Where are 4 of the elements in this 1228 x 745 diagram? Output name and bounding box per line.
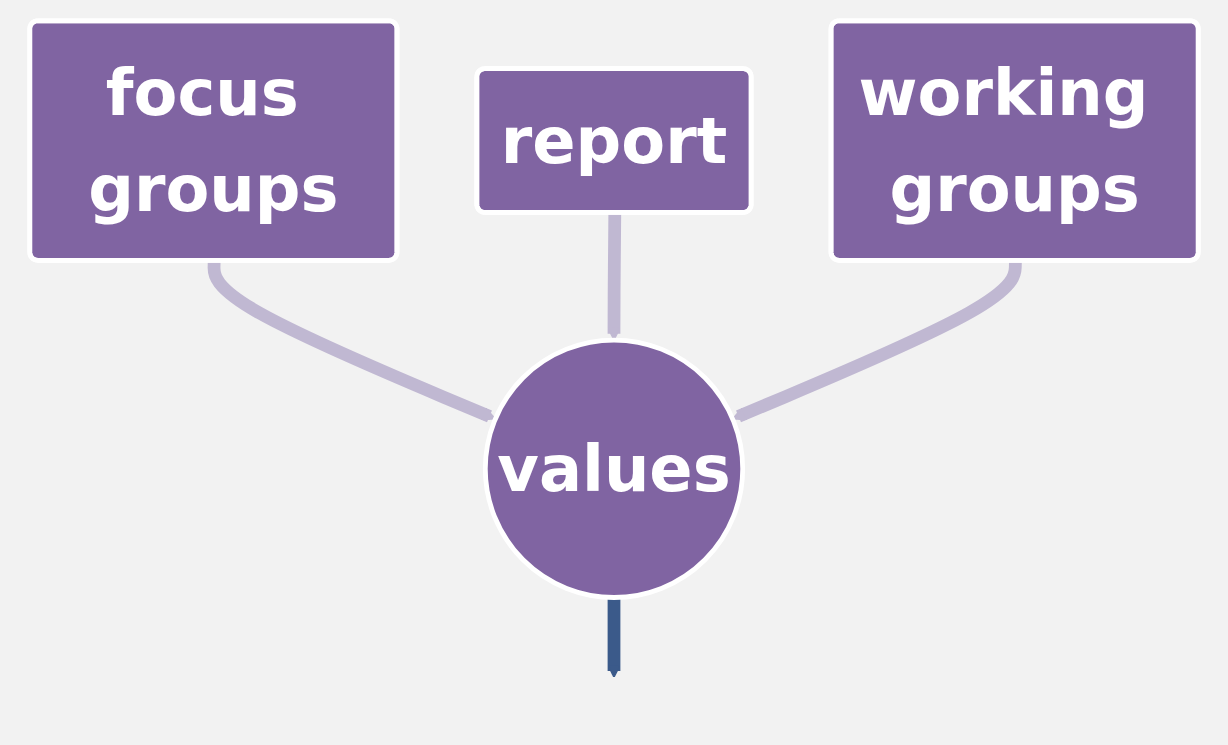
node-circle: values [482, 337, 746, 600]
arrow [606, 597, 622, 678]
arrow [207, 260, 496, 422]
arrow [732, 260, 1022, 422]
